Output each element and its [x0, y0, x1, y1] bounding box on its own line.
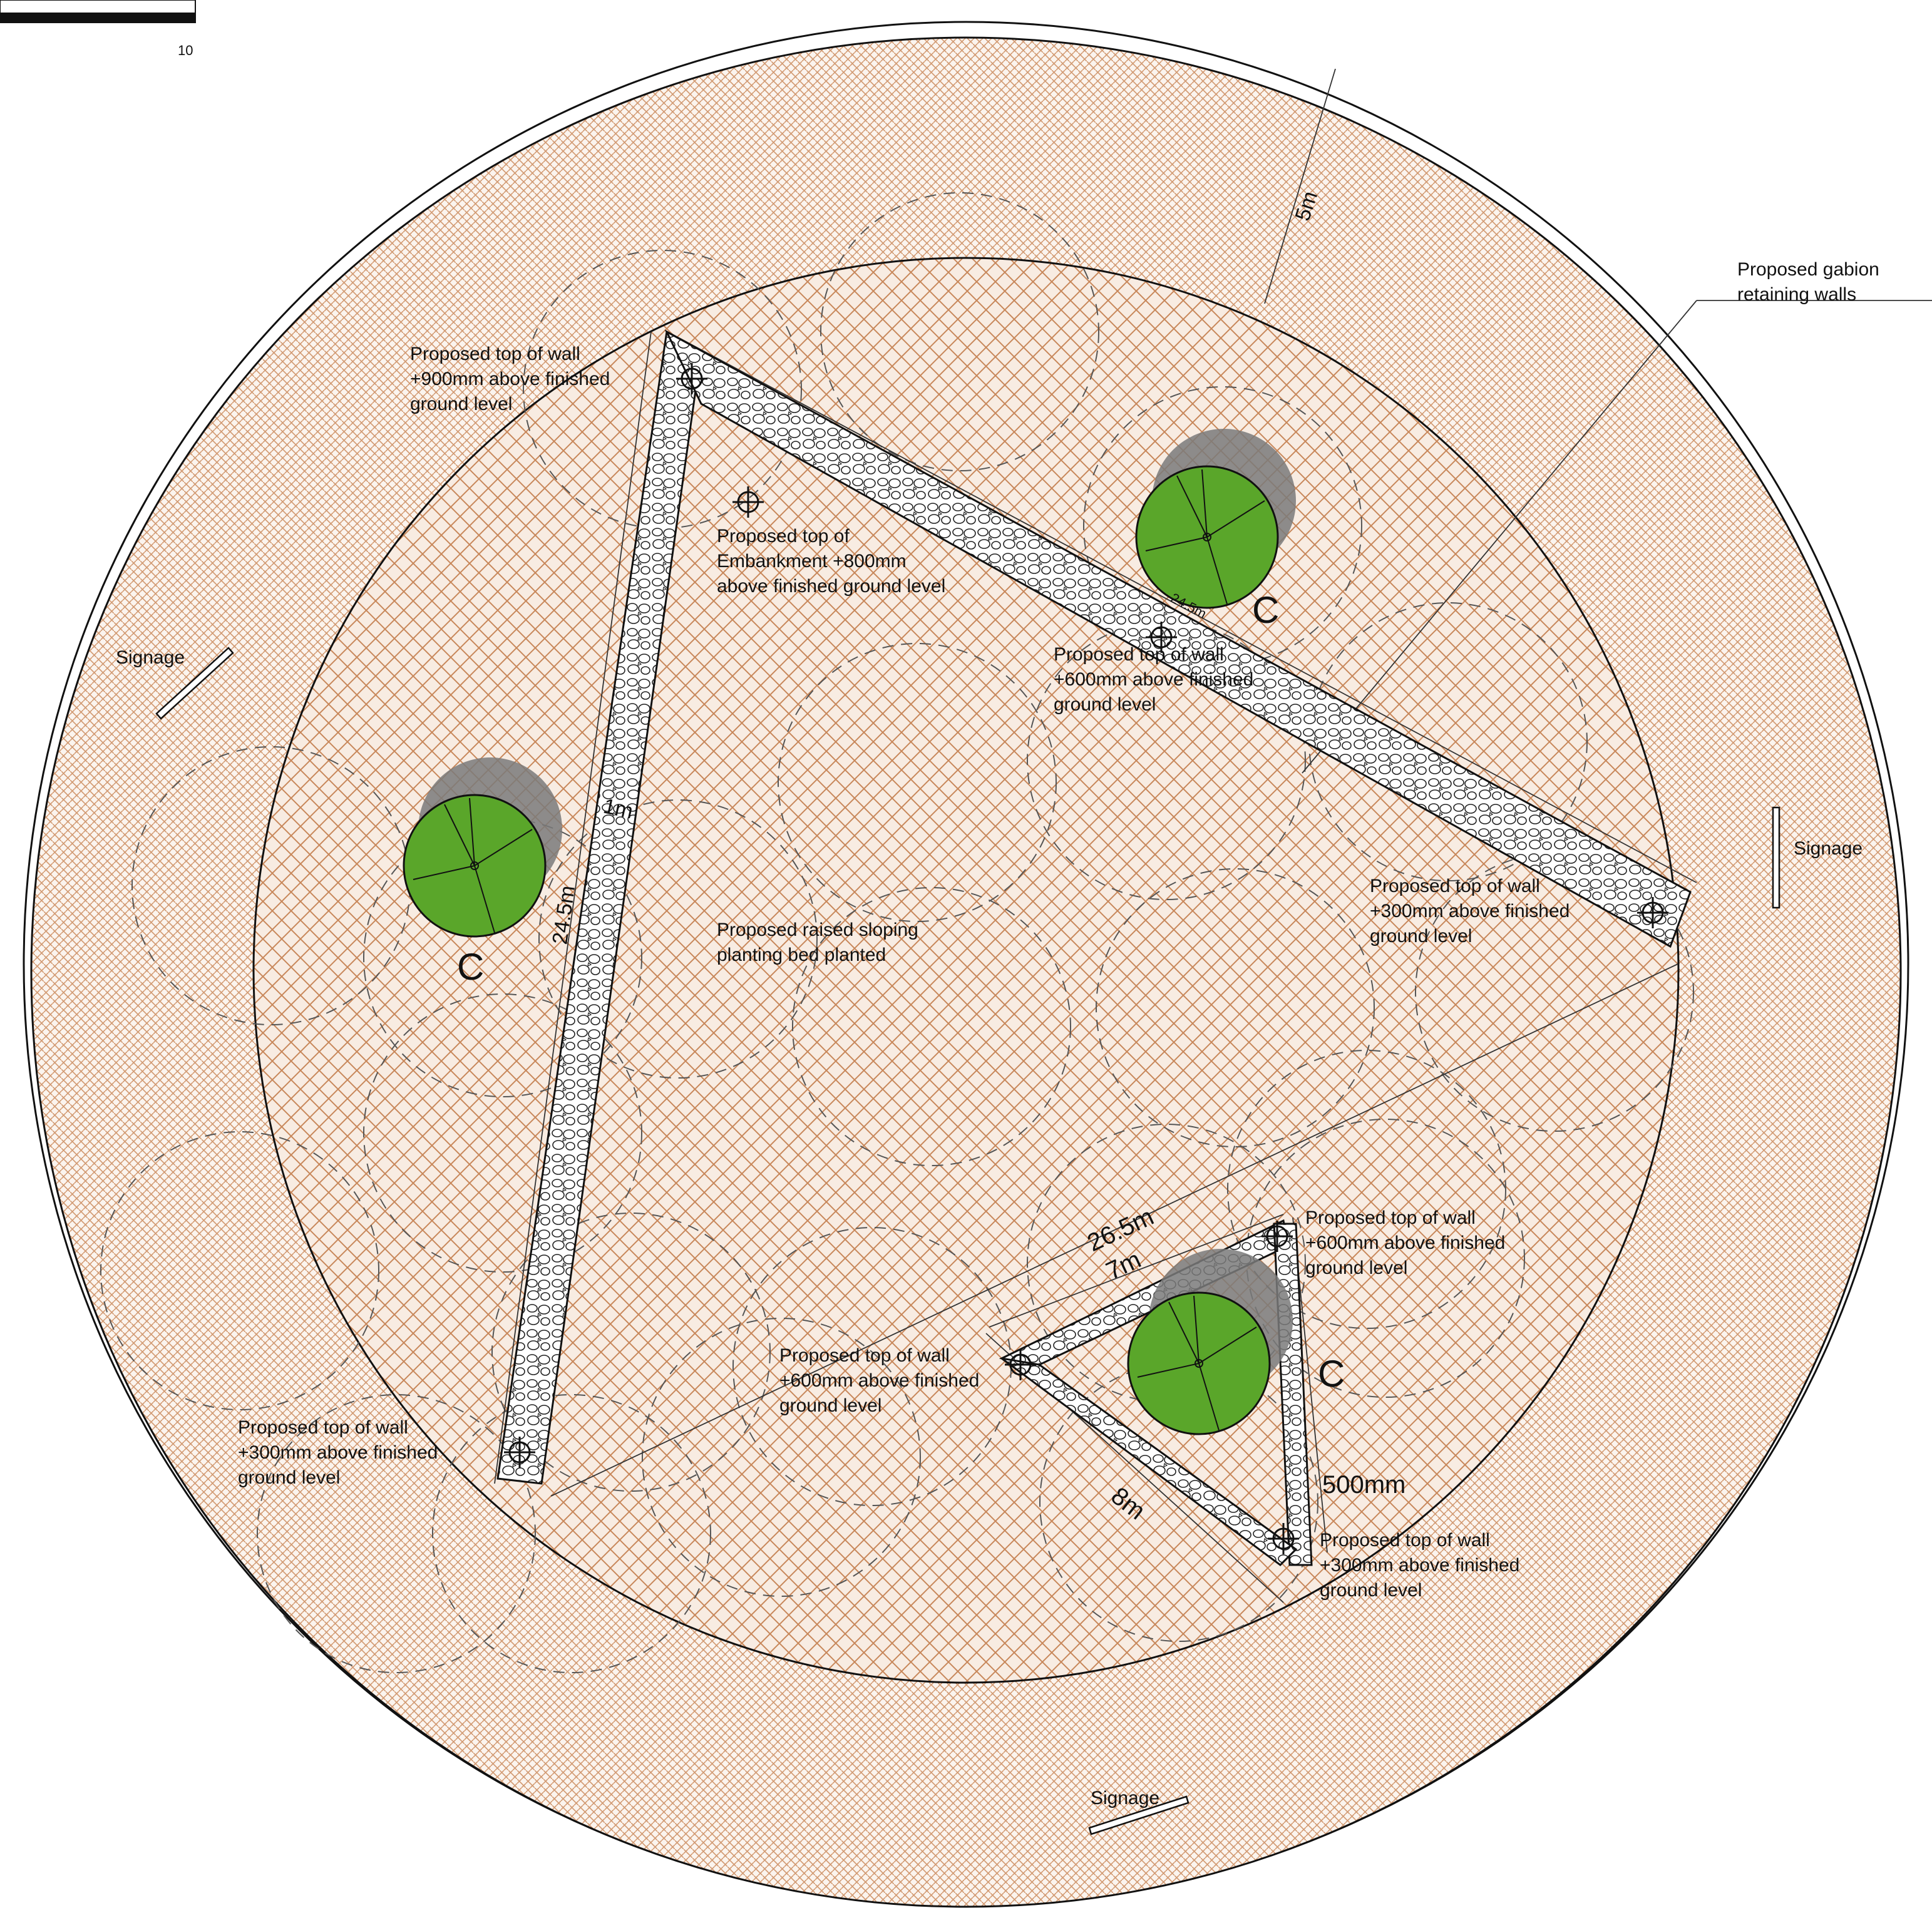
signage-bottom-icon	[1088, 1795, 1190, 1835]
tree-label-bottom: C	[1318, 1353, 1345, 1395]
tree-top-right	[1135, 429, 1296, 609]
svg-text:Proposed top of wall: Proposed top of wall	[410, 344, 580, 364]
signage-left-icon	[155, 647, 234, 720]
tree-left	[403, 757, 562, 938]
svg-text:Proposed top of wall: Proposed top of wall	[1370, 876, 1540, 896]
svg-text:ground level: ground level	[1305, 1258, 1407, 1278]
note-top-wall-900: Proposed top of wall +900mm above finish…	[410, 344, 610, 414]
note-top-wall-300-left: Proposed top of wall +300mm above finish…	[238, 1417, 438, 1488]
svg-text:Proposed top of wall: Proposed top of wall	[1054, 644, 1224, 665]
svg-text:planting bed planted: planting bed planted	[717, 945, 886, 965]
svg-text:ground level: ground level	[1054, 694, 1156, 715]
gabion-wall-top	[664, 329, 1692, 948]
note-top-wall-600-small-right: Proposed top of wall +600mm above finish…	[1305, 1208, 1505, 1278]
level-marker-icon	[1261, 1221, 1293, 1252]
level-marker-icon	[1268, 1523, 1299, 1554]
signage-right-icon	[1772, 806, 1780, 909]
level-marker-icon	[1637, 897, 1668, 928]
level-marker-icon	[504, 1437, 535, 1468]
planting-bed-circle	[252, 257, 1680, 1684]
svg-text:ground level: ground level	[1370, 926, 1472, 946]
svg-text:+300mm above finished: +300mm above finished	[1370, 901, 1570, 921]
level-marker-icon	[1146, 622, 1177, 653]
note-gabion-walls: Proposed gabion retaining walls	[1737, 259, 1879, 305]
signage-label-bottom: Signage	[1091, 1788, 1159, 1808]
level-marker-icon	[1005, 1349, 1036, 1380]
small-gabion-wall-bottom	[1001, 1357, 1298, 1566]
svg-text:+900mm above finished: +900mm above finished	[410, 369, 610, 389]
svg-text:ground level: ground level	[238, 1467, 340, 1488]
svg-text:+300mm above finished: +300mm above finished	[238, 1442, 438, 1463]
svg-text:Proposed top of wall: Proposed top of wall	[1305, 1208, 1476, 1228]
tree-label-left: C	[457, 946, 484, 988]
svg-text:Proposed gabion: Proposed gabion	[1737, 259, 1879, 280]
svg-text:Embankment +800mm: Embankment +800mm	[717, 551, 907, 572]
signage-markers	[155, 647, 1780, 1835]
dim-small-wall-width: 500mm	[1322, 1471, 1405, 1499]
note-top-wall-300-small-bottom: Proposed top of wall +300mm above finish…	[1320, 1530, 1519, 1601]
note-top-wall-600-upper: Proposed top of wall +600mm above finish…	[1054, 644, 1253, 715]
signage-label-left: Signage	[116, 647, 185, 668]
svg-text:retaining walls: retaining walls	[1737, 284, 1856, 305]
svg-text:ground level: ground level	[410, 394, 512, 414]
level-marker-icon	[676, 363, 707, 394]
note-top-wall-600-small-left: Proposed top of wall +600mm above finish…	[779, 1345, 979, 1416]
svg-text:ground level: ground level	[779, 1395, 881, 1416]
note-planting-bed: Proposed raised sloping planting bed pla…	[717, 920, 918, 965]
svg-text:+300mm above finished: +300mm above finished	[1320, 1555, 1519, 1576]
note-embankment-800: Proposed top of Embankment +800mm above …	[717, 526, 945, 597]
dimension-lines	[494, 68, 1932, 1603]
svg-text:above finished ground level: above finished ground level	[717, 576, 945, 597]
svg-text:Proposed top of: Proposed top of	[717, 526, 850, 546]
svg-text:Proposed top of wall: Proposed top of wall	[1320, 1530, 1490, 1551]
scale-bar-label: 10	[178, 43, 193, 58]
svg-text:+600mm above finished: +600mm above finished	[1305, 1233, 1505, 1253]
svg-text:ground level: ground level	[1320, 1580, 1422, 1601]
large-gabion-triangle	[496, 329, 1692, 1485]
level-markers	[504, 363, 1668, 1554]
scale-bar: 10	[0, 0, 196, 58]
svg-text:+600mm above finished: +600mm above finished	[779, 1370, 979, 1391]
svg-text:Proposed top of wall: Proposed top of wall	[779, 1345, 950, 1366]
dashed-planting-circles	[100, 192, 1694, 1673]
level-marker-icon	[732, 486, 764, 518]
tree-bottom	[1127, 1249, 1293, 1435]
tree-label-top-right: C	[1252, 589, 1279, 631]
note-top-wall-300-right: Proposed top of wall +300mm above finish…	[1370, 876, 1570, 946]
svg-text:Proposed raised sloping: Proposed raised sloping	[717, 920, 918, 940]
svg-text:+600mm above finished: +600mm above finished	[1054, 669, 1253, 690]
svg-text:Proposed top of wall: Proposed top of wall	[238, 1417, 408, 1438]
signage-label-right: Signage	[1794, 838, 1863, 859]
